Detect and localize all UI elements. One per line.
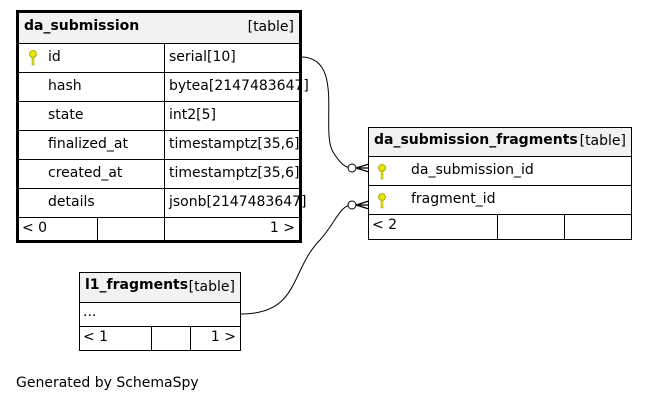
column-row[interactable]: created_at timestamptz[35,6] (19, 160, 299, 189)
column-name: finalized_at (48, 136, 128, 152)
table-footer: < 2 (369, 215, 631, 239)
table-name: l1_fragments (85, 277, 189, 293)
column-row[interactable]: fragment_id (369, 186, 631, 215)
optional-marker-fragment-id (347, 200, 357, 210)
table-kind: [table] (247, 19, 294, 35)
parents-count[interactable]: < 2 (372, 217, 398, 233)
table-kind: [table] (188, 279, 235, 295)
foreign-key-icon (378, 164, 386, 180)
footer-divider (97, 218, 164, 240)
children-count[interactable]: 1 > (269, 220, 295, 236)
crowfoot-da-submission-id (355, 163, 370, 173)
table-kind: [table] (579, 133, 626, 149)
table-header: l1_fragments [table] (80, 273, 240, 303)
column-row[interactable]: id serial[10] (19, 44, 299, 73)
column-row[interactable]: finalized_at timestamptz[35,6] (19, 131, 299, 160)
crowfoot-fragment-id (355, 200, 370, 210)
table-footer: < 0 1 > (19, 218, 299, 240)
foreign-key-icon (378, 193, 386, 209)
column-name: id (48, 49, 61, 65)
column-row[interactable]: details jsonb[2147483647] (19, 189, 307, 218)
column-type: bytea[2147483647] (169, 78, 309, 94)
table-name: da_submission_fragments (374, 132, 578, 148)
table-da-submission-fragments[interactable]: da_submission_fragments [table] da_submi… (368, 127, 632, 240)
primary-key-icon (29, 50, 37, 66)
cell-divider (164, 189, 165, 217)
column-name: fragment_id (411, 191, 496, 207)
cell-divider (164, 44, 165, 72)
column-row[interactable]: hash bytea[2147483647] (19, 73, 309, 102)
children-count[interactable]: 1 > (210, 329, 236, 345)
footer-divider (564, 215, 631, 239)
column-type: timestamptz[35,6] (169, 136, 300, 152)
table-l1-fragments[interactable]: l1_fragments [table] ... < 1 1 > (79, 272, 241, 351)
column-type: timestamptz[35,6] (169, 165, 300, 181)
table-name: da_submission (24, 18, 140, 34)
column-row[interactable]: state int2[5] (19, 102, 299, 131)
column-type: serial[10] (169, 49, 236, 65)
cell-divider (164, 102, 165, 130)
column-name: state (48, 107, 84, 123)
column-type: jsonb[2147483647] (169, 194, 307, 210)
footer-divider (164, 218, 301, 240)
footer-divider (497, 215, 564, 239)
cell-divider (164, 131, 165, 159)
footer-divider (190, 327, 240, 350)
column-row[interactable]: da_submission_id (369, 157, 631, 186)
relationship-da-submission-to-fragments (300, 56, 353, 169)
column-type: int2[5] (169, 107, 216, 123)
cell-divider (164, 160, 165, 188)
column-placeholder: ... (83, 304, 97, 320)
parents-count[interactable]: < 1 (83, 329, 109, 345)
column-row[interactable]: ... (80, 303, 240, 327)
column-name: created_at (48, 165, 123, 181)
table-header: da_submission [table] (19, 13, 299, 44)
cell-divider (164, 73, 165, 101)
footer-divider (151, 327, 190, 350)
table-da-submission[interactable]: da_submission [table] id serial[10] hash… (16, 10, 309, 243)
table-footer: < 1 1 > (80, 327, 240, 350)
generated-by-footer: Generated by SchemaSpy (16, 375, 199, 391)
relationship-l1-fragments-to-fragments (240, 204, 353, 315)
column-name: details (48, 194, 95, 210)
column-name: da_submission_id (411, 162, 534, 178)
optional-marker-da-submission-id (347, 163, 357, 173)
table-header: da_submission_fragments [table] (369, 128, 631, 157)
column-name: hash (48, 78, 82, 94)
parents-count[interactable]: < 0 (22, 220, 48, 236)
